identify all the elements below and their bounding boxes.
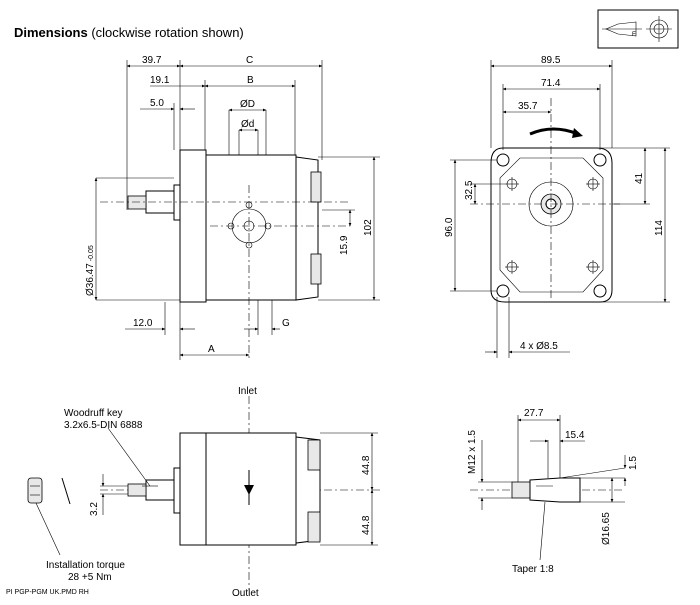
dim-5-0: 5.0 xyxy=(150,98,164,109)
installation-torque-label: Installation torque xyxy=(46,560,125,571)
dim-shaft-tolerance: -0.05 xyxy=(88,245,95,261)
dim-shaft-diameter: Ø36.47 -0.05 xyxy=(85,245,96,296)
outlet-label: Outlet xyxy=(232,588,259,599)
dim-71-4: 71.4 xyxy=(541,78,561,89)
side-view: 39.7 C 19.1 B 5.0 ØD Ød 102 15.9 Ø36.47 -… xyxy=(85,55,380,360)
woodruff-key-label: Woodruff key xyxy=(64,408,123,419)
dim-35-7: 35.7 xyxy=(518,101,538,112)
dim-89-5: 89.5 xyxy=(541,55,561,66)
dim-od: ØD xyxy=(240,99,255,110)
title-subtitle: (clockwise rotation shown) xyxy=(91,25,244,40)
dim-96-0: 96.0 xyxy=(444,217,455,237)
installation-torque-value: 28 +5 Nm xyxy=(68,572,112,583)
dim-39-7: 39.7 xyxy=(142,55,162,66)
title-bold: Dimensions xyxy=(14,25,88,40)
front-view: 89.5 71.4 35.7 32.5 96.0 41 114 4 x Ø8.5 xyxy=(444,55,670,358)
dim-a: A xyxy=(208,344,215,355)
inlet-label: Inlet xyxy=(238,386,257,397)
dim-41: 41 xyxy=(634,172,645,184)
dim-od-small: Ød xyxy=(241,119,254,130)
svg-text:E: E xyxy=(632,32,636,38)
dim-32-5: 32.5 xyxy=(464,180,475,200)
woodruff-key-spec: 3.2x6.5-DIN 6888 xyxy=(64,420,143,431)
taper-label: Taper 1:8 xyxy=(512,564,554,575)
dim-b: B xyxy=(247,75,254,86)
dim-12-0: 12.0 xyxy=(133,318,153,329)
dim-16-65: Ø16.65 xyxy=(601,512,612,545)
dim-mount-holes: 4 x Ø8.5 xyxy=(520,341,558,352)
dim-shaft-value: Ø36.47 xyxy=(85,263,96,296)
projection-symbol-icon: E xyxy=(597,9,679,49)
dim-19-1: 19.1 xyxy=(150,75,170,86)
dim-114: 114 xyxy=(654,220,665,236)
dim-102: 102 xyxy=(363,219,374,236)
document-code: PI PGP-PGM UK.PMD RH xyxy=(6,589,89,596)
dim-15-9: 15.9 xyxy=(339,235,350,255)
bottom-view: Inlet Outlet Woodruff key 3.2x6.5-DIN 68… xyxy=(27,386,380,599)
dim-3-2: 3.2 xyxy=(89,502,100,516)
dim-1-5: 1.5 xyxy=(628,456,639,470)
shaft-detail: M12 x 1.5 27.7 15.4 1.5 Ø16.65 Taper 1:8 xyxy=(467,408,639,575)
dim-thread: M12 x 1.5 xyxy=(467,430,478,474)
dim-g: G xyxy=(282,318,290,329)
dim-15-4: 15.4 xyxy=(565,430,585,441)
dim-c: C xyxy=(246,55,253,66)
dim-44-8-top: 44.8 xyxy=(361,455,372,475)
dim-44-8-bottom: 44.8 xyxy=(361,515,372,535)
dim-27-7: 27.7 xyxy=(524,408,544,419)
page-title: Dimensions (clockwise rotation shown) xyxy=(14,25,244,40)
